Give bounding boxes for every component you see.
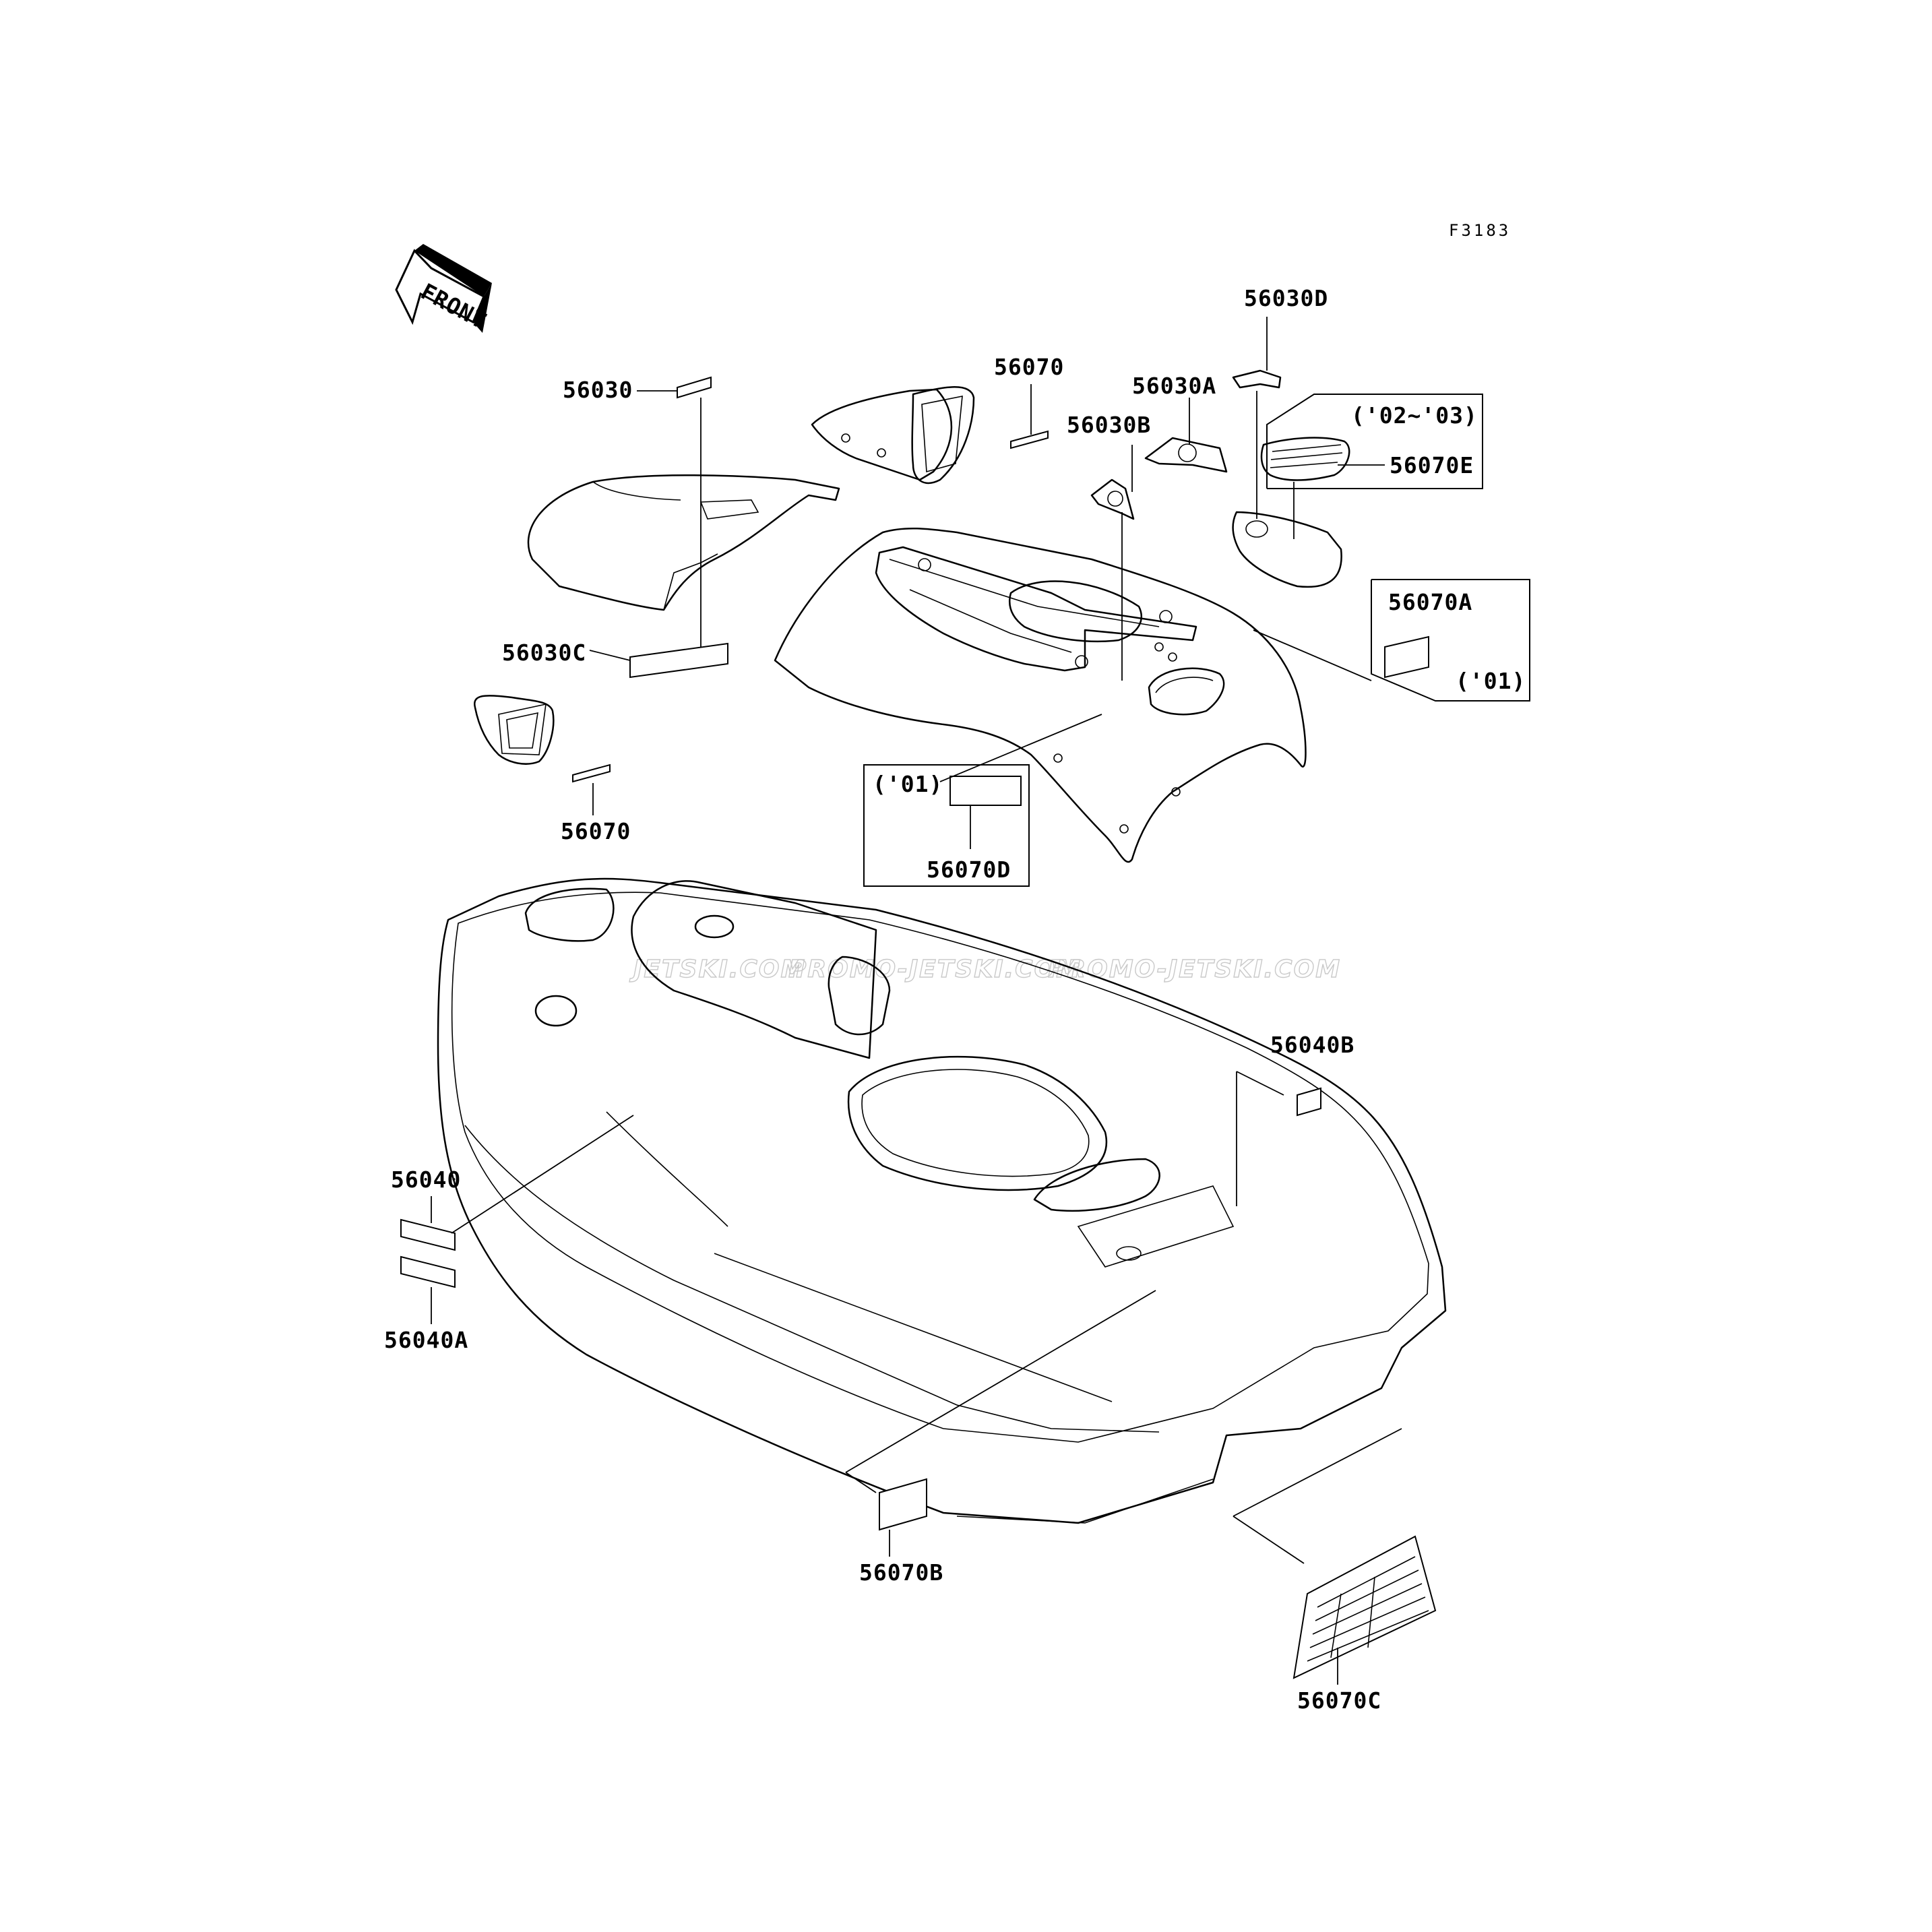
figure-code: F3183 — [1449, 221, 1511, 240]
plate-56030b — [1090, 478, 1135, 520]
front-hood-part — [527, 474, 840, 611]
watermark-3: PROMO-JETSKI.COM — [1048, 956, 1341, 983]
hatch-cover-part — [1232, 511, 1342, 588]
decal-56040a — [400, 1255, 456, 1288]
watermark-1: JETSKI.COM — [629, 956, 806, 983]
plate-56030a — [1144, 437, 1228, 473]
bracket-56030d — [1232, 369, 1282, 389]
decal-56070d — [949, 776, 1022, 806]
label-56070d: 56070D — [927, 856, 1011, 883]
left-mirror-part — [474, 694, 555, 765]
note-56070e: ('02~'03) — [1351, 402, 1478, 429]
label-56030a: 56030A — [1132, 373, 1216, 399]
decal-56070c — [1292, 1535, 1437, 1679]
label-56030c: 56030C — [502, 640, 586, 666]
note-56070d: ('01) — [873, 771, 943, 797]
decal-56040b — [1297, 1087, 1321, 1117]
watermark-2: PROMO-JETSKI.COM — [788, 956, 1082, 983]
label-56070b: 56070B — [859, 1559, 943, 1586]
leader-lines — [431, 317, 1402, 1685]
front-direction-arrow-icon: FRONT — [395, 244, 492, 334]
decal-56070a — [1384, 635, 1429, 679]
year-box-56070e — [1266, 394, 1483, 489]
label-56070a: 56070A — [1388, 589, 1472, 615]
label-56040a: 56040A — [384, 1327, 468, 1353]
year-box-56070a — [1371, 579, 1530, 702]
decal-56030c — [629, 642, 728, 679]
label-56030: 56030 — [563, 377, 633, 403]
label-56030d: 56030D — [1244, 285, 1328, 311]
upper-mirror-part — [811, 386, 975, 485]
label-56070-top: 56070 — [994, 354, 1064, 380]
note-56070a: ('01) — [1456, 668, 1526, 694]
label-56070e: 56070E — [1390, 452, 1474, 478]
year-box-56070d — [863, 764, 1030, 887]
label-56070-left: 56070 — [561, 818, 631, 844]
decal-56070b — [879, 1478, 927, 1531]
decal-56070-top — [1010, 430, 1049, 449]
hull-part — [437, 877, 1447, 1524]
label-56030b: 56030B — [1067, 412, 1151, 438]
decal-56040 — [400, 1218, 456, 1251]
decal-56070-left — [572, 764, 611, 783]
label-56070c: 56070C — [1297, 1687, 1381, 1714]
label-56040b: 56040B — [1270, 1032, 1354, 1058]
label-56040: 56040 — [391, 1166, 461, 1193]
upper-deck-part — [774, 528, 1307, 863]
decal-56030 — [677, 376, 712, 399]
